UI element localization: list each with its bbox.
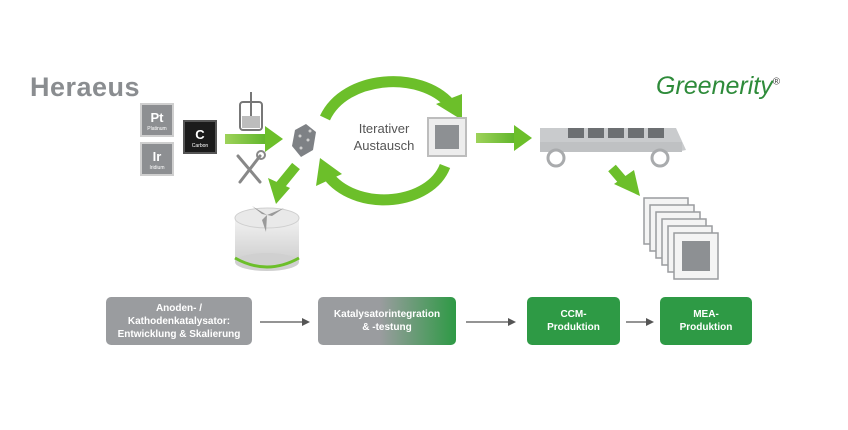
tools-icon bbox=[236, 150, 266, 184]
cycle-label-line2: Austausch bbox=[353, 138, 415, 153]
process-arrow-2 bbox=[466, 318, 516, 326]
process-step-ccm-production: CCM- Produktion bbox=[527, 297, 620, 345]
reactor-icon bbox=[234, 206, 300, 271]
production-machine-icon bbox=[540, 128, 686, 168]
registered-mark: ® bbox=[772, 76, 781, 88]
cycle-label: Iterativer Austausch bbox=[334, 120, 434, 154]
cycle-arrow-bottom bbox=[316, 158, 451, 206]
cell-icon bbox=[427, 117, 467, 157]
process-step-catalyst-development: Anoden- / Kathodenkatalysator: Entwicklu… bbox=[106, 297, 252, 345]
arrow-to-stack bbox=[608, 164, 640, 196]
step-line: CCM- bbox=[560, 309, 587, 320]
element-symbol: C bbox=[195, 127, 205, 142]
element-tile-pt: Pt Platinum bbox=[140, 103, 174, 137]
arrow-to-production bbox=[476, 125, 532, 151]
greenerity-wordmark: Greenerity bbox=[656, 72, 773, 100]
cycle-arrow-top bbox=[320, 76, 462, 121]
step-line: Kathodenkatalysator: bbox=[127, 315, 231, 327]
process-arrow-1 bbox=[260, 318, 310, 326]
greenerity-logo: Greenerity® bbox=[656, 72, 780, 101]
element-symbol: Pt bbox=[150, 110, 164, 125]
element-tile-c: C Carbon bbox=[183, 120, 217, 154]
element-name: Iridium bbox=[149, 165, 165, 171]
cycle-label-line1: Iterativer bbox=[358, 121, 410, 136]
step-line: Produktion bbox=[547, 322, 600, 333]
step-line: Entwicklung & Skalierung bbox=[117, 328, 241, 340]
element-name: Carbon bbox=[191, 143, 209, 149]
process-arrow-3 bbox=[626, 318, 654, 326]
arrow-to-catalyst bbox=[225, 126, 283, 152]
arrow-to-reactor bbox=[268, 162, 300, 204]
element-tile-ir: Ir Iridium bbox=[140, 142, 174, 176]
mixer-icon bbox=[239, 92, 263, 131]
element-name: Platinum bbox=[147, 126, 167, 132]
process-step-catalyst-integration: Katalysatorintegration & -testung bbox=[318, 297, 456, 345]
element-symbol: Ir bbox=[152, 149, 162, 164]
step-line: Anoden- / bbox=[155, 302, 203, 314]
step-line: Produktion bbox=[679, 322, 733, 333]
stacked-cell-core bbox=[682, 241, 710, 271]
heraeus-logo: Heraeus bbox=[30, 72, 141, 102]
step-line: & -testung bbox=[362, 322, 412, 333]
catalyst-particle-icon bbox=[292, 124, 316, 157]
cell-stack-icon bbox=[643, 197, 719, 280]
process-step-mea-production: MEA- Produktion bbox=[660, 297, 752, 345]
step-line: Katalysatorintegration bbox=[333, 309, 441, 320]
step-line: MEA- bbox=[693, 309, 719, 320]
